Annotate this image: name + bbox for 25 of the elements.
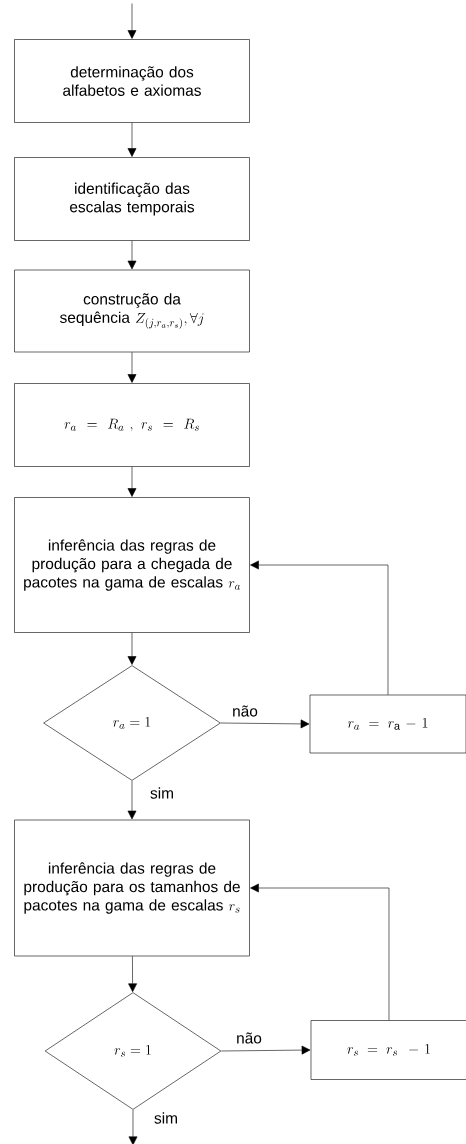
- arrow: [127, 780, 137, 820]
- arrow: [127, 3, 137, 39]
- process-box: construção da sequência $Z_{(j,r_a,r_s)},\forall j$: [14, 269, 250, 353]
- arrow: [127, 466, 137, 497]
- edge-label: não: [231, 704, 259, 718]
- arrow: [250, 560, 389, 695]
- arrow: [220, 719, 310, 729]
- arrow: [250, 883, 390, 1021]
- process-box: determinação dos alfabetos e axiomas: [14, 39, 250, 123]
- arrow: [127, 632, 137, 665]
- edge-label: sim: [149, 786, 175, 800]
- process-box: $r_a = R_a\ ,\ r_s = R_s$: [14, 383, 250, 467]
- process-box: $r_s = r_s\ - 1$: [310, 1020, 466, 1080]
- process-box: inferência das regras de produção para os tamanhos de pacotes na gama de escalas $r_s$: [14, 819, 250, 957]
- arrow: [127, 240, 137, 270]
- arrow: [128, 956, 137, 993]
- process-box: inferência das regras de produção para a chegada de pacotes na gama de escalas $r_a$: [14, 497, 250, 633]
- arrow: [127, 122, 137, 157]
- arrow: [128, 1109, 138, 1144]
- arrow: [221, 1045, 311, 1055]
- edge-label: sim: [153, 1111, 179, 1125]
- edge-label: não: [235, 1031, 263, 1045]
- arrow: [127, 352, 137, 383]
- process-box: $r_a = r_{\mathrm{a}} - 1$: [309, 694, 466, 754]
- process-box: identificação das escalas temporais: [14, 157, 250, 241]
